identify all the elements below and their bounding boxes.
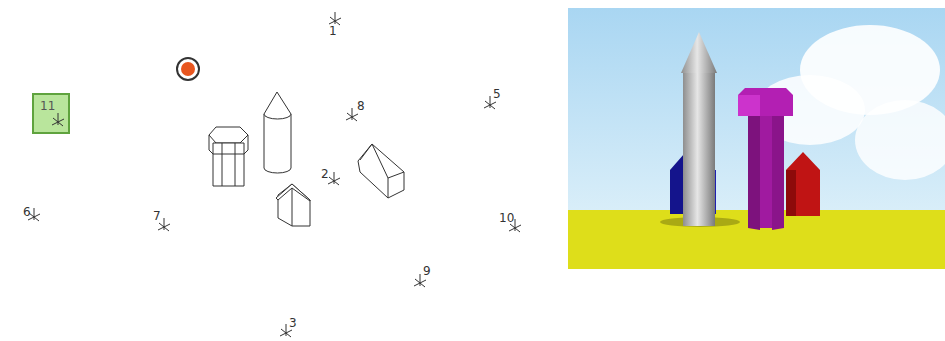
position-number: 3	[289, 317, 297, 330]
position-number: 11	[40, 100, 55, 113]
rendered-view	[568, 8, 945, 269]
position-number: 9	[423, 265, 431, 278]
position-ring	[177, 58, 199, 80]
object-sketches	[209, 92, 404, 226]
position-dot	[181, 62, 195, 76]
position-number: 5	[493, 88, 501, 101]
position-number: 10	[499, 212, 514, 225]
position-number: 2	[321, 168, 329, 181]
position-number: 1	[329, 25, 337, 38]
highlight-box: 11	[32, 93, 70, 134]
position-number: 8	[357, 100, 365, 113]
camera-markers	[28, 12, 521, 337]
position-number: 6	[23, 206, 31, 219]
position-number: 7	[153, 210, 161, 223]
